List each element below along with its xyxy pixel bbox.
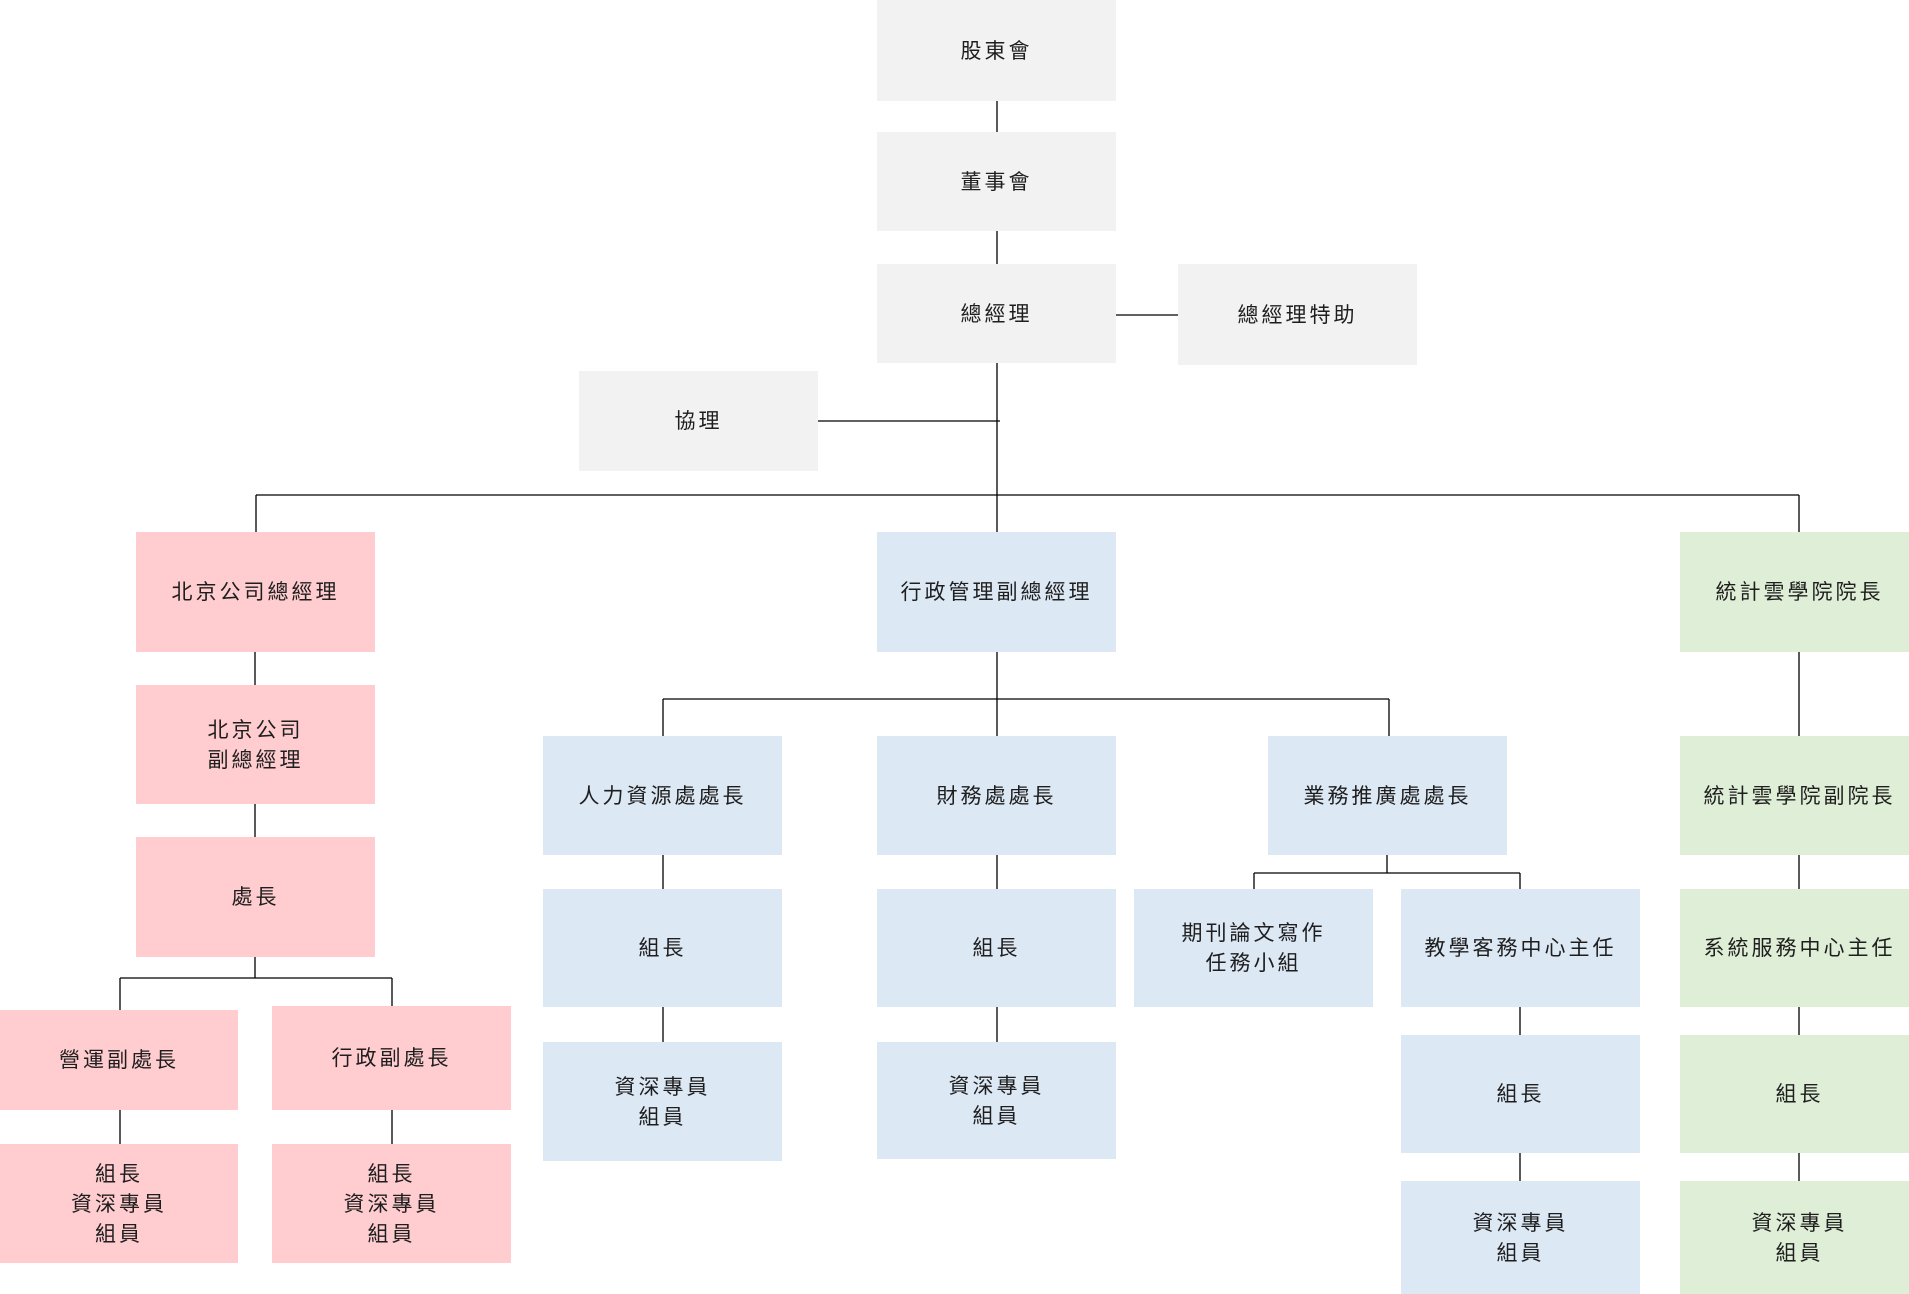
beijing-gm-box[interactable]: 北京公司總經理	[136, 532, 375, 652]
operations-deputy-director-box[interactable]: 營運副處長	[0, 1010, 238, 1110]
system-service-center-box[interactable]: 系統服務中心主任	[1680, 889, 1909, 1007]
academy-dean-box[interactable]: 統計雲學院院長	[1680, 532, 1909, 652]
teaching-staff-box[interactable]: 資深專員 組員	[1401, 1181, 1640, 1294]
finance-director-box[interactable]: 財務處處長	[877, 736, 1116, 855]
admin-deputy-director-box[interactable]: 行政副處長	[272, 1006, 511, 1110]
beijing-director-box[interactable]: 處長	[136, 837, 375, 957]
hr-director-box[interactable]: 人力資源處處長	[543, 736, 782, 855]
admin-staff-box[interactable]: 組長 資深專員 組員	[272, 1144, 511, 1263]
journal-writing-team-box[interactable]: 期刊論文寫作 任務小組	[1134, 889, 1373, 1007]
finance-team-leader-box[interactable]: 組長	[877, 889, 1116, 1007]
board-box[interactable]: 董事會	[877, 132, 1116, 231]
academy-vice-dean-box[interactable]: 統計雲學院副院長	[1680, 736, 1909, 855]
system-team-leader-box[interactable]: 組長	[1680, 1035, 1909, 1153]
teaching-team-leader-box[interactable]: 組長	[1401, 1035, 1640, 1153]
business-director-box[interactable]: 業務推廣處處長	[1268, 736, 1507, 855]
beijing-deputy-gm-box[interactable]: 北京公司 副總經理	[136, 685, 375, 804]
general-manager-box[interactable]: 總經理	[877, 264, 1116, 363]
shareholders-box[interactable]: 股東會	[877, 0, 1116, 101]
gm-special-assistant-box[interactable]: 總經理特助	[1178, 264, 1417, 365]
operations-staff-box[interactable]: 組長 資深專員 組員	[0, 1144, 238, 1263]
system-staff-box[interactable]: 資深專員 組員	[1680, 1181, 1909, 1294]
hr-team-leader-box[interactable]: 組長	[543, 889, 782, 1007]
admin-vice-gm-box[interactable]: 行政管理副總經理	[877, 532, 1116, 652]
teaching-service-center-box[interactable]: 教學客務中心主任	[1401, 889, 1640, 1007]
finance-staff-box[interactable]: 資深專員 組員	[877, 1042, 1116, 1159]
assistant-manager-box[interactable]: 協理	[579, 371, 818, 471]
hr-staff-box[interactable]: 資深專員 組員	[543, 1042, 782, 1161]
